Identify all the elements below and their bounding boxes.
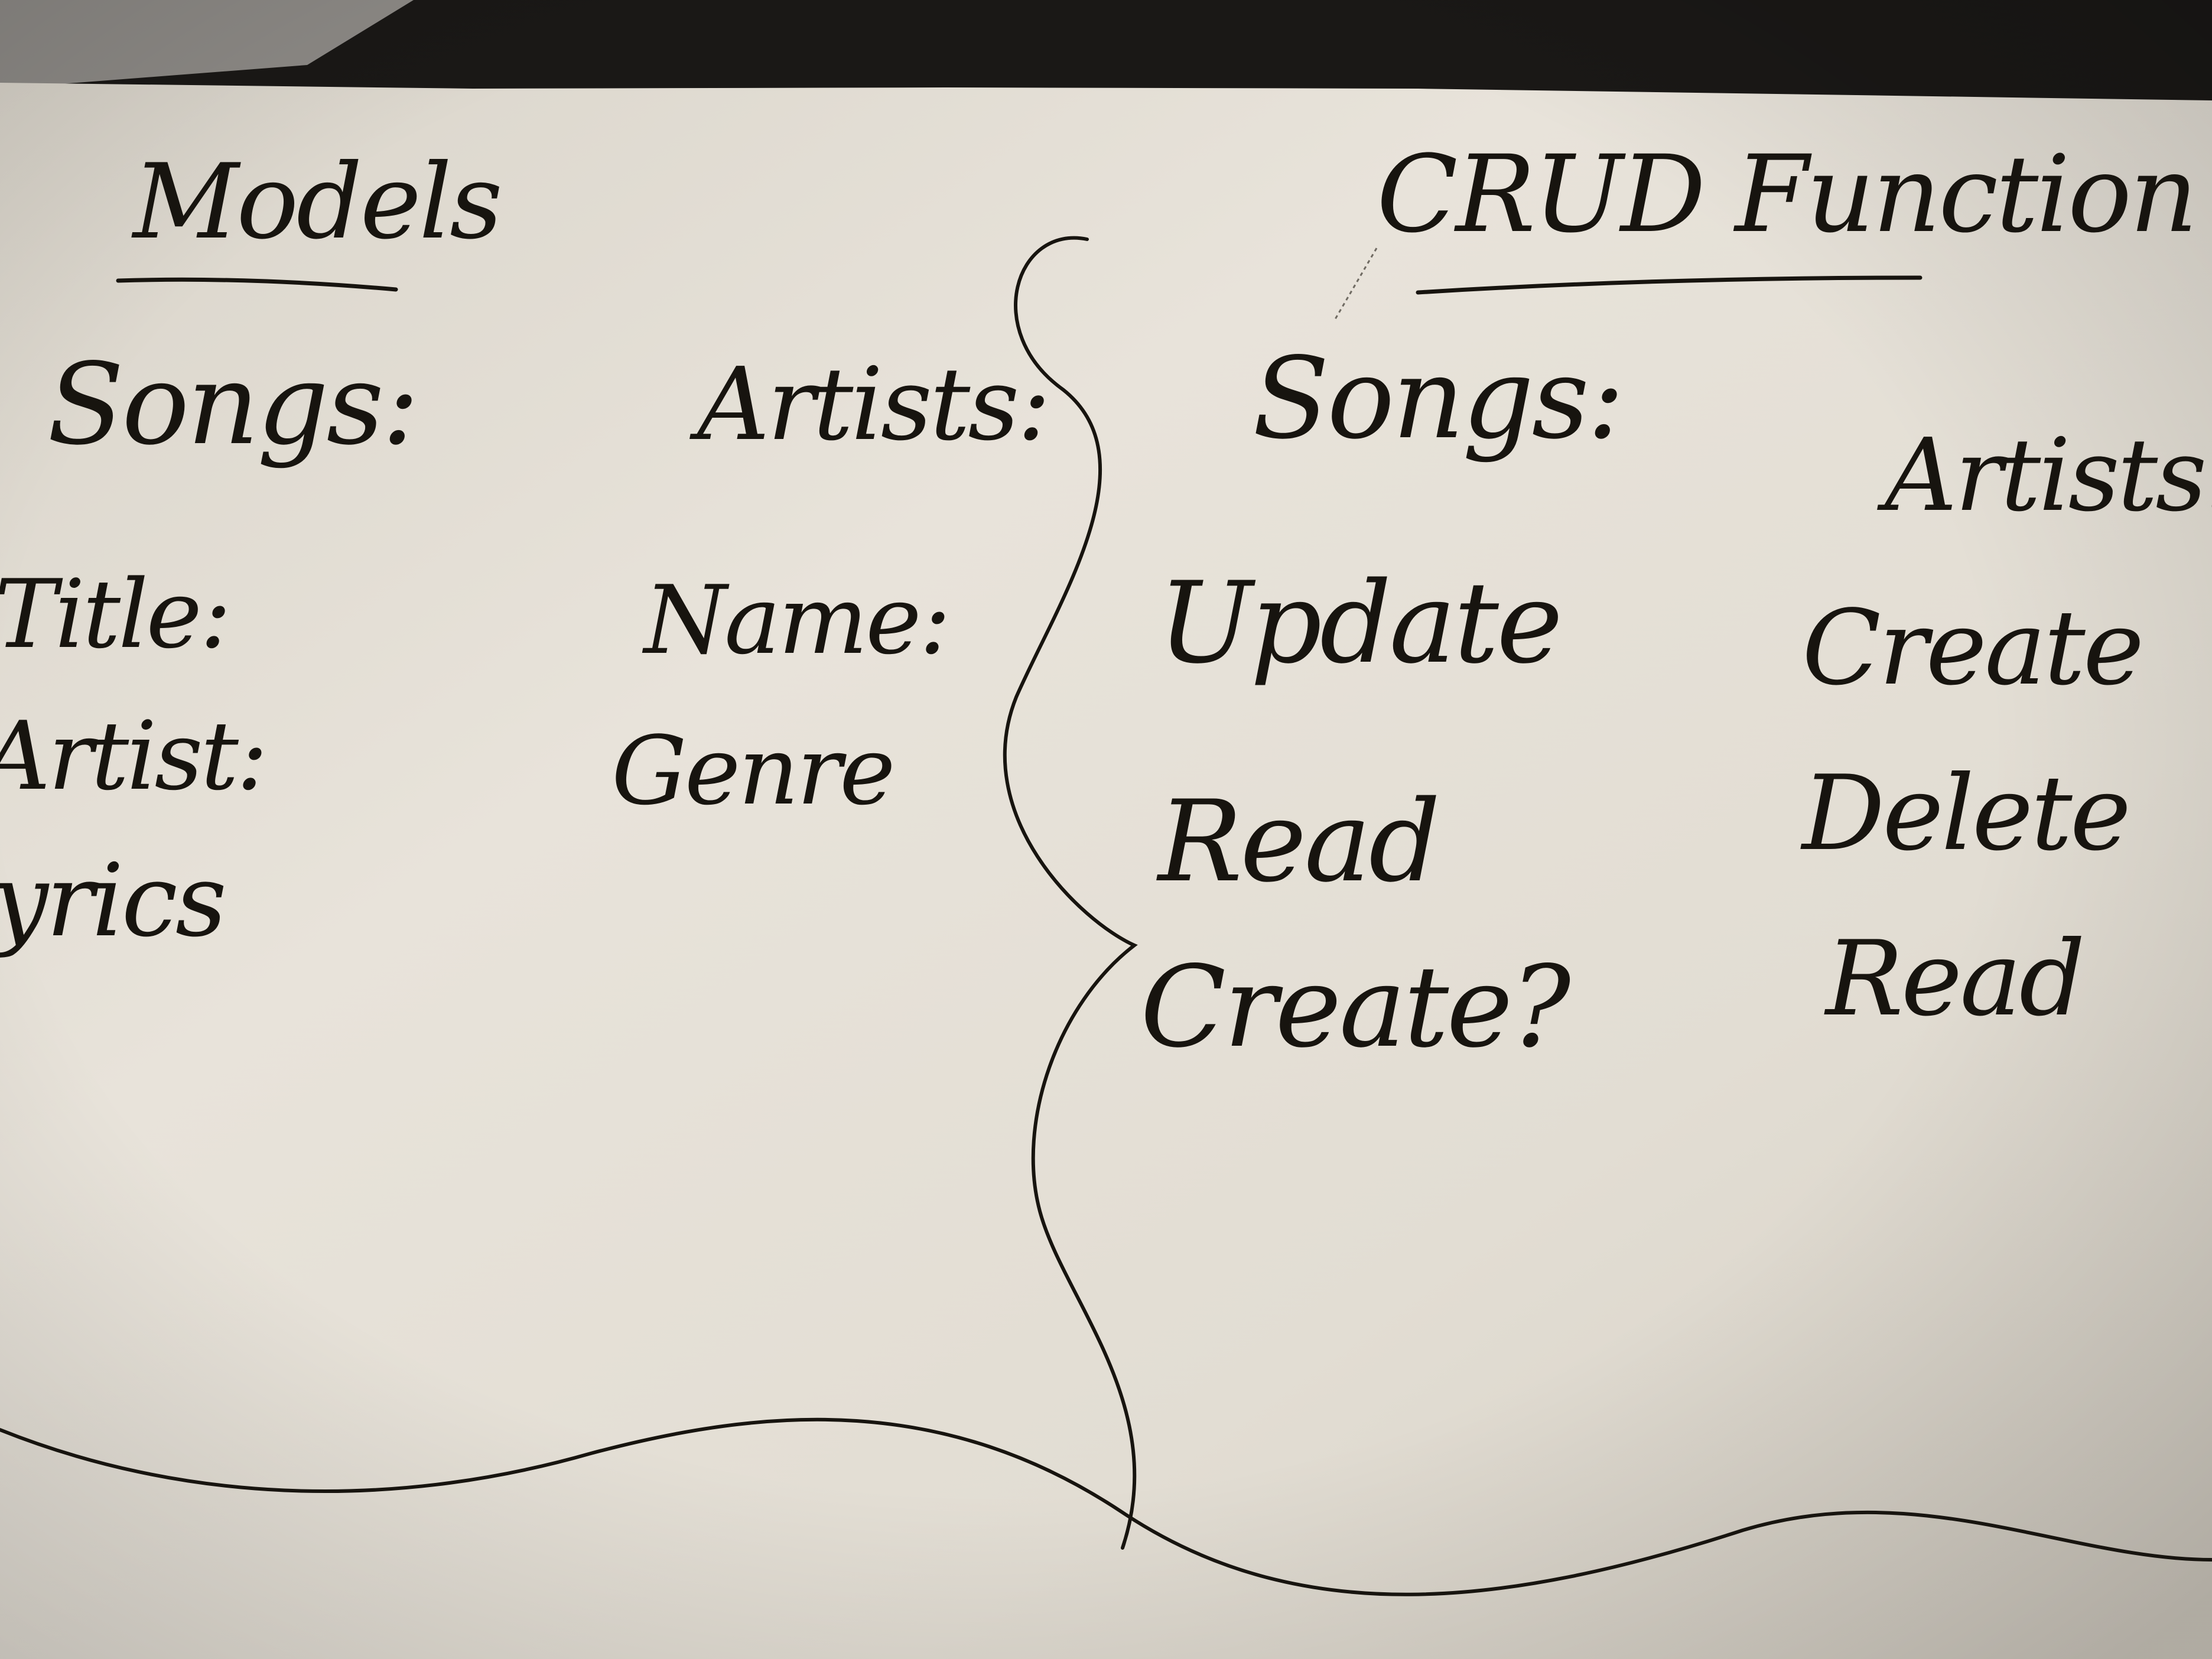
crud-artists-function-delete: Delete [1802,754,2131,874]
models-songs-field-title: Title: [0,559,232,669]
crud-artists-label: Artists: [1885,417,2212,534]
models-songs-field-artist: Artist: [0,701,268,811]
crud-songs-function-update: Update [1158,558,1563,688]
horizontal-divider [0,1417,2212,1596]
models-artists-field-name: Name: [644,565,951,675]
crud-heading: CRUD Function [1377,133,2198,256]
models-songs-label: Songs: [47,339,419,470]
models-artists-label: Artists: [697,346,1051,463]
models-heading: Models [133,142,503,262]
crud-songs-function-read: Read [1158,776,1440,907]
models-artists-field-genre: Genre [611,715,896,826]
models-underline [116,277,398,292]
crud-artists-function-create: Create [1802,588,2144,708]
models-songs-field-lyrics: Lyrics [0,842,227,959]
crud-artists-function-read: Read [1826,919,2086,1039]
crud-underline [1416,275,1923,295]
crud-songs-label: Songs: [1253,333,1625,464]
crud-songs-function-create: Create? [1140,942,1571,1072]
vertical-divider [1003,236,1138,1550]
